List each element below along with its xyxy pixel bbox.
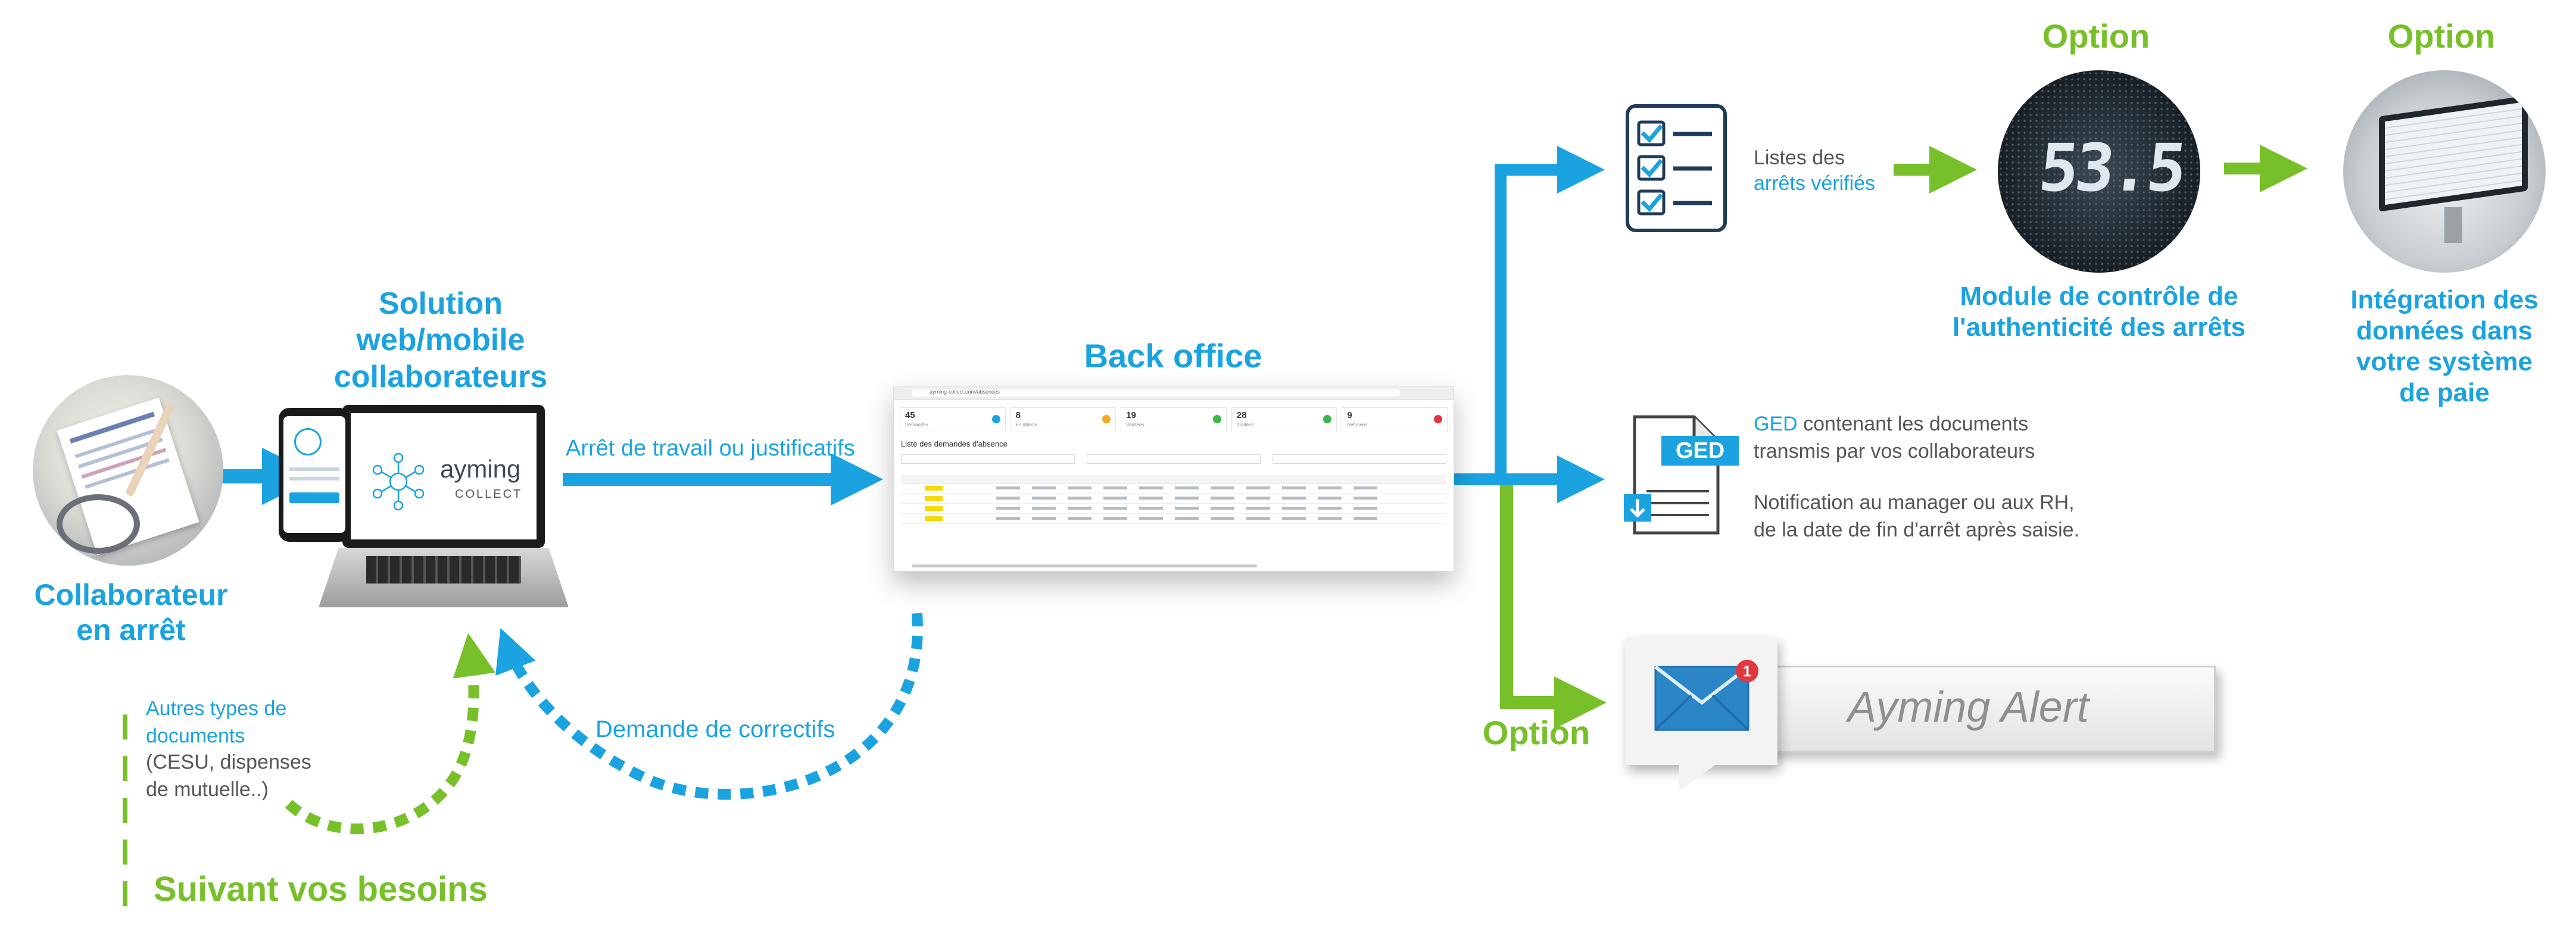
notification-badge: 1 bbox=[1736, 660, 1758, 682]
ged-text: contenant les documents transmis par vos… bbox=[1754, 413, 2035, 463]
stat-card: 8 En attente bbox=[1010, 407, 1117, 432]
ayming-logo-mark bbox=[372, 453, 425, 511]
filter-row bbox=[894, 452, 1454, 466]
browser-url: ayming-collect.com/absences bbox=[930, 389, 1000, 395]
ged-badge: GED bbox=[1661, 436, 1739, 466]
browser-bar: ayming-collect.com/absences bbox=[894, 386, 1454, 400]
checklist-icon bbox=[1626, 104, 1727, 232]
autres-documents-gray: (CESU, dispenses de mutuelle..) bbox=[146, 751, 311, 801]
stethoscope-shape bbox=[57, 494, 140, 554]
ged-highlight: GED bbox=[1754, 413, 1798, 435]
scrollbar bbox=[912, 564, 1257, 567]
laptop-screen: ayming COLLECT bbox=[342, 405, 545, 548]
logo-sub: COLLECT bbox=[455, 488, 523, 501]
backoffice-screenshot: ayming-collect.com/absences 45 Demandes … bbox=[893, 386, 1454, 572]
table-header bbox=[901, 475, 1446, 483]
notification-text: Notification au manager ou aux RH, de la… bbox=[1754, 491, 2080, 541]
stat-card: 9 Refusées bbox=[1342, 407, 1448, 432]
laptop: ayming COLLECT bbox=[319, 405, 569, 607]
laptop-base bbox=[319, 548, 569, 607]
stat-card: 28 Traitées bbox=[1231, 407, 1337, 432]
stat-card: 45 Demandes bbox=[900, 407, 1006, 432]
ged-description: GED contenant les documents transmis par… bbox=[1754, 411, 2035, 466]
arrow-correctifs bbox=[495, 613, 923, 800]
logo-name: ayming bbox=[440, 455, 521, 483]
arrow-to-alert bbox=[1500, 485, 1607, 729]
collaborator-title: Collaborateur en arrêt bbox=[34, 578, 228, 647]
table-row bbox=[901, 514, 1446, 524]
collaborator-photo bbox=[33, 375, 223, 566]
suivant-label: Suivant vos besoins bbox=[154, 870, 488, 909]
table-row bbox=[901, 494, 1446, 504]
alert-bar-label: Ayming Alert bbox=[1848, 684, 2089, 731]
integration-title: Intégration des données dans votre systè… bbox=[2350, 285, 2538, 407]
arrow-autres-documents bbox=[285, 633, 495, 835]
option-label-integration: Option bbox=[2387, 17, 2496, 55]
autres-documents-blue: Autres types de documents bbox=[146, 697, 287, 747]
stats-row: 45 Demandes 8 En attente 19 Validées 28 … bbox=[894, 400, 1454, 436]
listes-label-gray: Listes des bbox=[1754, 146, 1845, 169]
module-screen-digits: 53.5 bbox=[2035, 130, 2187, 206]
envelope-icon bbox=[1654, 666, 1749, 731]
integration-computer-photo bbox=[2343, 70, 2546, 273]
arrow-to-listes bbox=[1495, 146, 1605, 482]
arret-label: Arrêt de travail ou justificatifs bbox=[566, 436, 855, 461]
option-label-module: Option bbox=[2042, 17, 2150, 55]
stat-card: 19 Validées bbox=[1121, 407, 1227, 432]
table-row bbox=[901, 483, 1446, 494]
listes-label-blue: arrêts vérifiés bbox=[1754, 172, 1876, 195]
table-row bbox=[901, 504, 1446, 514]
alert-bar: Ayming Alert bbox=[1763, 666, 2216, 753]
list-title: Liste des demandes d'absence bbox=[901, 439, 1008, 448]
module-screen-photo: 53.5 bbox=[1998, 70, 2200, 273]
backoffice-title: Back office bbox=[1084, 337, 1262, 375]
module-title: Module de contrôle de l'authenticité des… bbox=[1952, 282, 2246, 342]
correctifs-label: Demande de correctifs bbox=[595, 716, 835, 742]
smartphone bbox=[279, 408, 350, 542]
bubble-tail bbox=[1679, 761, 1721, 791]
option-label-alert: Option bbox=[1482, 714, 1590, 751]
solution-title: Solution web/mobile collaborateurs bbox=[333, 286, 548, 394]
ged-document-icon bbox=[1624, 415, 1720, 535]
monitor-shape bbox=[2379, 95, 2528, 212]
